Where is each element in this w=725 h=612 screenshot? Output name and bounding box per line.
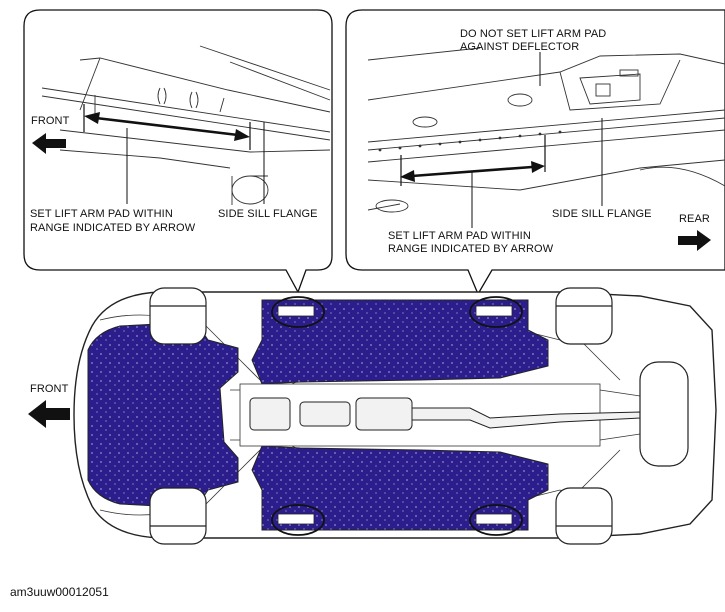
right-flange-label: SIDE SILL FLANGE <box>552 208 652 220</box>
left-lift-label-line2: RANGE INDICATED BY ARROW <box>30 222 196 234</box>
arrow-right-icon <box>678 230 711 251</box>
left-sill-sketch <box>41 45 331 205</box>
right-floor-panel <box>251 445 549 531</box>
right-range-arrow <box>400 135 546 186</box>
left-flange-label: SIDE SILL FLANGE <box>218 208 318 220</box>
left-front-label: FRONT <box>31 115 70 127</box>
exhaust-system <box>249 397 641 431</box>
underbody-front-label: FRONT <box>30 383 69 395</box>
right-callout <box>345 9 725 296</box>
rear-tank <box>639 361 689 467</box>
left-lift-label-line1: SET LIFT ARM PAD WITHIN <box>30 208 173 220</box>
lift-point-rear-right <box>469 504 523 536</box>
right-sill-sketch <box>367 47 725 213</box>
right-sill-holes <box>378 130 562 152</box>
lift-point-rear-left <box>469 296 523 328</box>
rear-label: REAR <box>679 213 710 225</box>
lift-point-front-right <box>271 504 325 536</box>
figure-caption: am3uuw00012051 <box>10 585 109 599</box>
lift-point-markers <box>271 296 523 536</box>
deflector-warning-line1: DO NOT SET LIFT ARM PAD <box>460 28 607 40</box>
deflector-warning-line2: AGAINST DEFLECTOR <box>460 41 580 53</box>
left-range-arrow <box>83 104 251 150</box>
wheels <box>149 287 613 545</box>
left-callout <box>23 9 333 294</box>
arrow-left-icon <box>28 400 70 428</box>
lift-point-front-left <box>271 296 325 328</box>
front-undercover <box>87 321 239 509</box>
vehicle-underbody <box>28 287 717 545</box>
right-lift-label-line2: RANGE INDICATED BY ARROW <box>388 243 554 255</box>
arrow-left-icon <box>32 133 66 154</box>
right-lift-label-line1: SET LIFT ARM PAD WITHIN <box>388 230 531 242</box>
